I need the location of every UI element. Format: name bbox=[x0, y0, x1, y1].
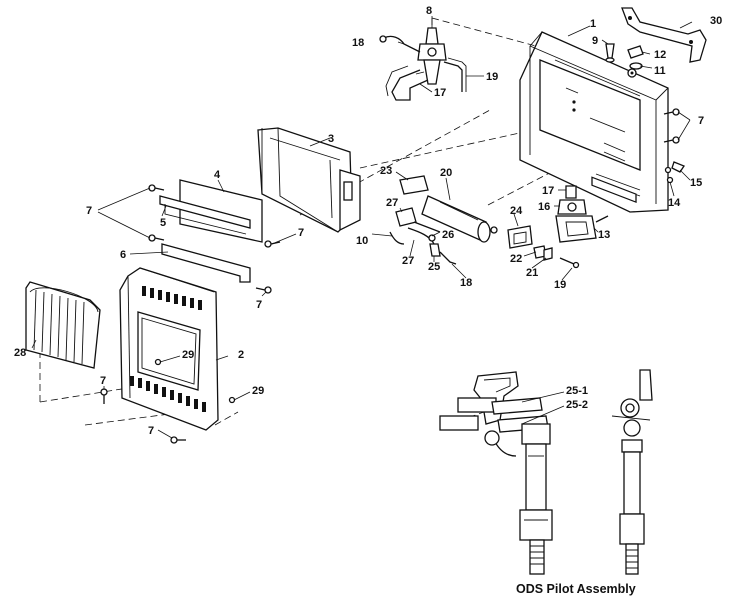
part-17-tube-top bbox=[385, 65, 429, 101]
callout-28: 28 bbox=[14, 347, 26, 359]
part-19-tube-lower bbox=[559, 257, 580, 269]
part-20-burner bbox=[421, 195, 498, 243]
part-17-fitting-lower bbox=[565, 185, 577, 199]
callout-21: 21 bbox=[526, 267, 538, 279]
front-panel-top-louvers bbox=[142, 286, 202, 310]
callout-17-top: 17 bbox=[434, 87, 446, 99]
callout-10: 10 bbox=[356, 235, 368, 247]
part-21-nut bbox=[543, 247, 553, 261]
callout-17-lower: 17 bbox=[542, 185, 554, 197]
part-6-bottom-bracket bbox=[161, 243, 251, 283]
part-14-screws bbox=[664, 166, 674, 184]
part-18-capillary-tube-top bbox=[379, 35, 421, 53]
callout-19-lower: 19 bbox=[554, 279, 566, 291]
part-30-bracket bbox=[621, 7, 707, 63]
callout-20: 20 bbox=[440, 167, 452, 179]
callout-7-right: 7 bbox=[698, 115, 704, 127]
callout-22: 22 bbox=[510, 253, 522, 265]
callout-7-left: 7 bbox=[86, 205, 92, 217]
part-2-front-panel bbox=[119, 267, 219, 431]
callout-11: 11 bbox=[654, 65, 666, 77]
callout-29-upper: 29 bbox=[182, 349, 194, 361]
part-18-capillary-tube-lower bbox=[439, 251, 457, 265]
callout-26: 26 bbox=[442, 229, 454, 241]
callout-25-1: 25-1 bbox=[566, 385, 588, 397]
callout-18-lower: 18 bbox=[460, 277, 472, 289]
part-23-shield-plate bbox=[399, 175, 429, 195]
callout-18-top: 18 bbox=[352, 37, 364, 49]
callout-8: 8 bbox=[426, 5, 432, 17]
callout-12: 12 bbox=[654, 49, 666, 61]
callout-1: 1 bbox=[590, 18, 596, 30]
ods-pilot-assembly-side-view bbox=[611, 369, 653, 575]
callout-labels: 1 2 3 4 5 6 7 7 7 7 7 7 8 9 10 11 12 13 … bbox=[14, 5, 722, 437]
callout-16: 16 bbox=[538, 201, 550, 213]
part-3-heat-shield bbox=[257, 127, 361, 233]
callout-13: 13 bbox=[598, 229, 610, 241]
callout-15: 15 bbox=[690, 177, 702, 189]
part-1-cabinet bbox=[519, 31, 669, 213]
ods-pilot-assembly-caption: ODS Pilot Assembly bbox=[516, 582, 636, 596]
part-24-gasket bbox=[507, 225, 533, 249]
callout-6: 6 bbox=[120, 249, 126, 261]
callout-27-top: 27 bbox=[386, 197, 398, 209]
callout-23: 23 bbox=[380, 165, 392, 177]
part-10-thermocouple bbox=[389, 231, 405, 245]
callout-7-bottom: 7 bbox=[148, 425, 154, 437]
callout-19-top: 19 bbox=[486, 71, 498, 83]
callout-leader-lines bbox=[31, 16, 693, 439]
part-9-knob bbox=[605, 43, 615, 63]
callout-25-2: 25-2 bbox=[566, 399, 588, 411]
callout-3: 3 bbox=[328, 133, 334, 145]
part-25-ods-pilot bbox=[429, 243, 441, 257]
ods-pilot-assembly-front-view bbox=[439, 371, 553, 575]
front-panel-bottom-louvers bbox=[130, 376, 206, 412]
part-12-cap bbox=[627, 45, 644, 59]
callout-7-mid: 7 bbox=[298, 227, 304, 239]
part-28-grill bbox=[25, 281, 101, 369]
part-5-top-bracket bbox=[159, 195, 251, 235]
part-8-thermostat-valve bbox=[415, 27, 447, 85]
callout-5: 5 bbox=[160, 217, 166, 229]
part-16-regulator-valve bbox=[557, 199, 587, 215]
callout-14: 14 bbox=[668, 197, 681, 209]
callout-30: 30 bbox=[710, 15, 722, 27]
part-15-clip bbox=[671, 161, 685, 173]
part-19-tube-top bbox=[443, 57, 467, 92]
callout-9: 9 bbox=[592, 35, 598, 47]
callout-25: 25 bbox=[428, 261, 440, 273]
callout-29-lower: 29 bbox=[252, 385, 264, 397]
callout-2: 2 bbox=[238, 349, 244, 361]
part-27-pilot-bracket bbox=[395, 207, 435, 245]
callout-27-lower: 27 bbox=[402, 255, 414, 267]
callout-7-grill: 7 bbox=[100, 375, 106, 387]
callout-7-lower: 7 bbox=[256, 299, 262, 311]
part-7-screw bbox=[100, 108, 680, 444]
part-26-pilot-tube bbox=[413, 221, 441, 242]
part-13-regulator-body bbox=[555, 215, 609, 243]
callout-24: 24 bbox=[510, 205, 523, 217]
callout-4: 4 bbox=[214, 169, 221, 181]
